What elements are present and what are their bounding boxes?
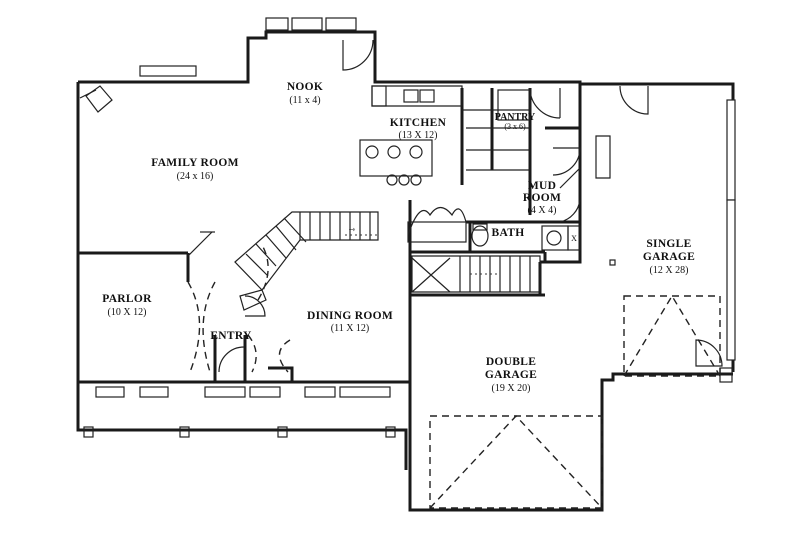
main-staircase: ⇾ xyxy=(234,211,380,311)
garage-doors xyxy=(429,294,733,509)
room-labels: NOOK (11 x 4) KITCHEN (13 X 12) PANTRY (… xyxy=(102,81,695,394)
kitchen-island xyxy=(359,139,433,177)
dining-room-label: DINING ROOM xyxy=(307,310,393,322)
double-garage-label-2: GARAGE xyxy=(485,369,537,381)
double-garage-label-1: DOUBLE xyxy=(486,356,536,368)
stair-up-marker: ⇾ xyxy=(349,225,356,234)
mud-room-label-1: MUD xyxy=(528,180,556,192)
double-garage-dims: (19 X 20) xyxy=(492,383,531,394)
double-garage-door xyxy=(429,415,603,509)
exterior-walls xyxy=(76,30,735,512)
mud-room-dims: (4 X 4) xyxy=(528,205,557,216)
kitchen-label: KITCHEN xyxy=(390,117,447,129)
pantry-dims: (3 x 6) xyxy=(504,122,526,131)
nook-dims: (11 x 4) xyxy=(289,95,320,106)
single-garage-label-2: GARAGE xyxy=(643,251,695,263)
bath-label: BATH xyxy=(492,227,525,239)
single-garage-dims: (12 X 28) xyxy=(650,265,689,276)
family-room-label: FAMILY ROOM xyxy=(151,157,239,169)
pantry-label: PANTRY xyxy=(495,112,536,123)
windows xyxy=(95,17,736,398)
kitchen-dims: (13 X 12) xyxy=(399,130,438,141)
mud-room-label-2: ROOM xyxy=(523,192,561,204)
dining-room-dims: (11 X 12) xyxy=(331,323,370,334)
appliance-marker: X xyxy=(571,234,577,243)
family-room-dims: (24 x 16) xyxy=(177,171,214,182)
bath-fixtures: X xyxy=(471,135,616,266)
basement-staircase xyxy=(411,255,541,293)
kitchen-fixtures xyxy=(359,85,531,243)
single-garage-door xyxy=(623,295,721,377)
nook-label: NOOK xyxy=(287,81,323,93)
single-garage-label-1: SINGLE xyxy=(646,238,691,250)
parlor-dims: (10 X 12) xyxy=(108,307,147,318)
porch-posts xyxy=(83,426,396,438)
archways xyxy=(187,244,291,373)
entry-label: ENTRY xyxy=(210,330,252,342)
parlor-label: PARLOR xyxy=(102,293,152,305)
